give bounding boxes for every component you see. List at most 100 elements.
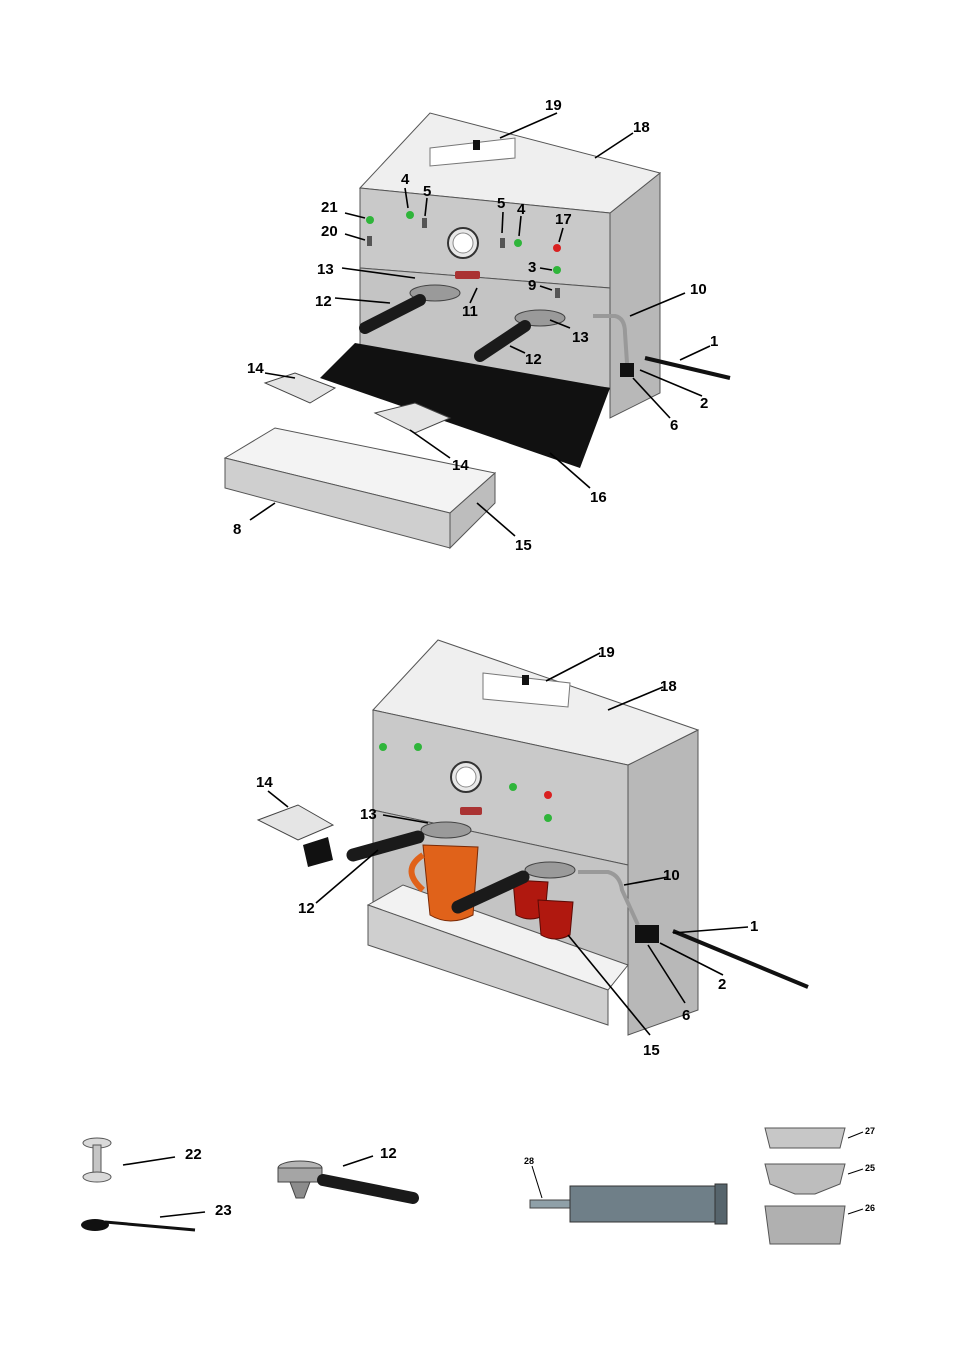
lid-knob bbox=[522, 675, 529, 685]
orange-mug bbox=[422, 844, 479, 922]
drip-tray-base bbox=[320, 343, 610, 468]
callout-18: 18 bbox=[633, 119, 650, 136]
accessory-tamper-spoon: 22 23 bbox=[75, 1135, 235, 1245]
filter-cap bbox=[714, 1183, 728, 1225]
callout-17: 17 bbox=[555, 211, 572, 228]
tamper-shaft bbox=[92, 1144, 102, 1176]
callout-28: 28 bbox=[524, 1156, 534, 1166]
callout-12: 12 bbox=[380, 1145, 397, 1162]
accessory-water-filter: 28 bbox=[520, 1150, 735, 1235]
cup-grid-right bbox=[373, 402, 452, 434]
figure-1-exploded-view: 19 18 2 1 4 5 5 4 17 20 13 3 9 12 11 10 1… bbox=[215, 88, 735, 558]
portafilter-spout bbox=[289, 1181, 311, 1199]
green-light-3 bbox=[553, 266, 561, 274]
green-light-c bbox=[509, 783, 517, 791]
power-switch bbox=[635, 925, 659, 943]
callout-12: 12 bbox=[298, 900, 315, 917]
switch-20 bbox=[367, 236, 372, 246]
power-switch bbox=[620, 363, 634, 377]
orange-mug-handle bbox=[408, 852, 426, 893]
callout-27: 27 bbox=[865, 1126, 875, 1136]
green-light-b bbox=[414, 743, 422, 751]
switch-9 bbox=[555, 288, 560, 298]
tamper-spoon-drawing: 22 23 bbox=[81, 1137, 232, 1232]
brand-badge bbox=[455, 271, 480, 279]
callout-5-left: 5 bbox=[423, 183, 431, 200]
callout-1: 1 bbox=[750, 918, 758, 935]
callout-12-right: 12 bbox=[525, 351, 542, 368]
power-cable bbox=[644, 356, 731, 380]
group-head-right bbox=[524, 861, 576, 879]
switch-5-left bbox=[422, 218, 427, 228]
callout-2: 2 bbox=[700, 395, 708, 412]
green-light-21 bbox=[366, 216, 374, 224]
callout-22: 22 bbox=[185, 1146, 202, 1163]
callout-15: 15 bbox=[643, 1042, 660, 1059]
callout-15: 15 bbox=[515, 537, 532, 554]
cup-warmer-lid bbox=[482, 672, 571, 708]
callout-3: 3 bbox=[528, 259, 536, 276]
steam-wand bbox=[578, 870, 640, 926]
green-light-4-left bbox=[406, 211, 414, 219]
red-light-17 bbox=[553, 244, 561, 252]
callout-18: 18 bbox=[660, 678, 677, 695]
red-light bbox=[544, 791, 552, 799]
portafilter-handle-left bbox=[346, 830, 425, 862]
filter-baskets-drawing: 27 25 26 bbox=[764, 1126, 875, 1245]
portafilter-handle bbox=[317, 1174, 419, 1204]
cup-warmer-lid bbox=[429, 137, 516, 167]
water-filter-drawing: 28 bbox=[524, 1156, 728, 1225]
callout-1: 1 bbox=[710, 333, 718, 350]
callout-9: 9 bbox=[528, 277, 536, 294]
filter-cartridge bbox=[569, 1185, 721, 1223]
portafilter-body bbox=[277, 1167, 323, 1183]
portafilter-handle-right bbox=[474, 320, 531, 362]
drip-tray-side bbox=[449, 471, 496, 550]
gauge-face bbox=[455, 766, 477, 788]
callout-13-left: 13 bbox=[317, 261, 334, 278]
single-filter-basket bbox=[764, 1163, 846, 1195]
measuring-spoon-handle bbox=[104, 1220, 196, 1232]
cup-grid bbox=[256, 804, 335, 841]
switch-5-right bbox=[500, 238, 505, 248]
green-light-4-right bbox=[514, 239, 522, 247]
callout-14-left: 14 bbox=[247, 360, 264, 377]
portafilter-handle-left bbox=[359, 294, 426, 334]
callout-6: 6 bbox=[682, 1007, 690, 1024]
callout-19: 19 bbox=[545, 97, 562, 114]
figure-2-drawing: 19 18 14 13 10 1 12 2 6 15 bbox=[138, 615, 818, 1095]
measuring-spoon-scoop bbox=[81, 1219, 109, 1231]
callout-4-right: 4 bbox=[517, 201, 526, 218]
callout-23: 23 bbox=[215, 1202, 232, 1219]
tamper-base bbox=[82, 1171, 112, 1183]
callout-10: 10 bbox=[663, 867, 680, 884]
steam-wand bbox=[593, 314, 629, 364]
cup-grid-foot bbox=[303, 837, 333, 867]
double-filter-basket bbox=[764, 1205, 846, 1245]
accessory-filter-baskets: 27 25 26 bbox=[760, 1122, 880, 1252]
green-light-d bbox=[544, 814, 552, 822]
callout-10: 10 bbox=[690, 281, 707, 298]
portafilter-handle-right bbox=[451, 870, 530, 914]
callout-13-right: 13 bbox=[572, 329, 589, 346]
power-cable bbox=[672, 929, 809, 989]
callout-16: 16 bbox=[590, 489, 607, 506]
callout-11: 11 bbox=[462, 303, 478, 320]
blind-filter-basket bbox=[764, 1127, 846, 1149]
green-light-a bbox=[379, 743, 387, 751]
callout-5-right: 5 bbox=[497, 195, 505, 212]
accessory-portafilter: 12 bbox=[268, 1140, 428, 1220]
gauge-face bbox=[452, 232, 474, 254]
callout-19: 19 bbox=[598, 644, 615, 661]
drip-tray-front bbox=[367, 904, 609, 1026]
callout-13: 13 bbox=[360, 806, 377, 823]
callout-12-left: 12 bbox=[315, 293, 332, 310]
callout-26: 26 bbox=[865, 1203, 875, 1213]
callout-2: 2 bbox=[718, 976, 726, 993]
callout-4-left: 4 bbox=[401, 171, 410, 188]
callout-14: 14 bbox=[256, 774, 273, 791]
lid-knob bbox=[473, 140, 480, 150]
figure-1-drawing: 19 18 2 1 4 5 5 4 17 20 13 3 9 12 11 10 1… bbox=[215, 88, 735, 558]
filter-nozzle bbox=[529, 1199, 576, 1209]
callout-20: 20 bbox=[321, 223, 338, 240]
